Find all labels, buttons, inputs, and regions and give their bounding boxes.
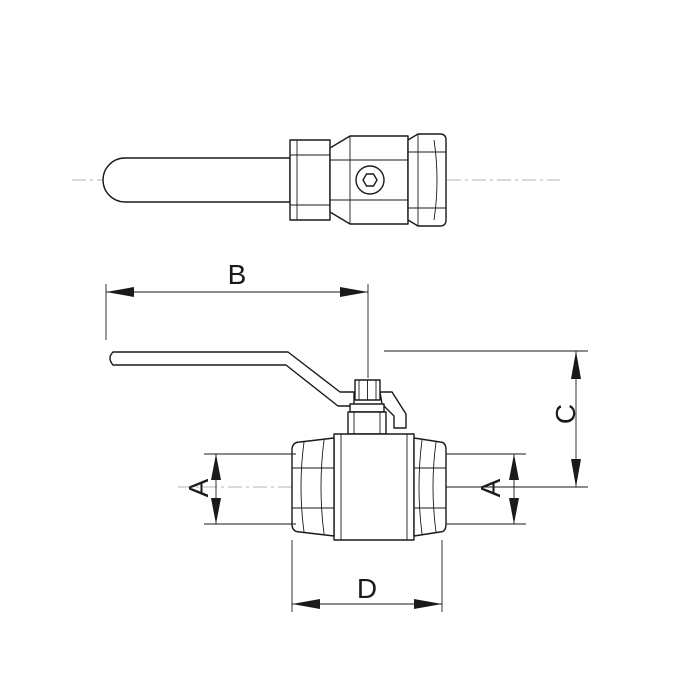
dimension-b-label: B <box>228 259 247 290</box>
front-view-left-nut <box>291 437 335 537</box>
dimension-c-label: C <box>550 404 581 424</box>
dimension-d-label: D <box>357 573 377 604</box>
front-view-body <box>333 433 415 541</box>
dimension-a-left: A <box>183 453 296 525</box>
front-view-lever <box>109 351 355 407</box>
dimension-a-right-label: A <box>475 478 506 497</box>
front-view-washer <box>349 403 385 413</box>
dimension-d: D <box>291 540 443 612</box>
dimension-c: C <box>384 350 588 488</box>
top-view-right-nut <box>407 133 447 227</box>
top-view <box>72 133 560 227</box>
dimension-a-right: A <box>446 453 526 525</box>
top-view-stem-hex <box>362 173 378 187</box>
top-view-lever <box>102 157 291 203</box>
top-view-left-nut <box>289 139 331 221</box>
dimension-a-left-label: A <box>183 478 214 497</box>
dimension-b: B <box>105 259 369 378</box>
front-view <box>109 351 560 541</box>
